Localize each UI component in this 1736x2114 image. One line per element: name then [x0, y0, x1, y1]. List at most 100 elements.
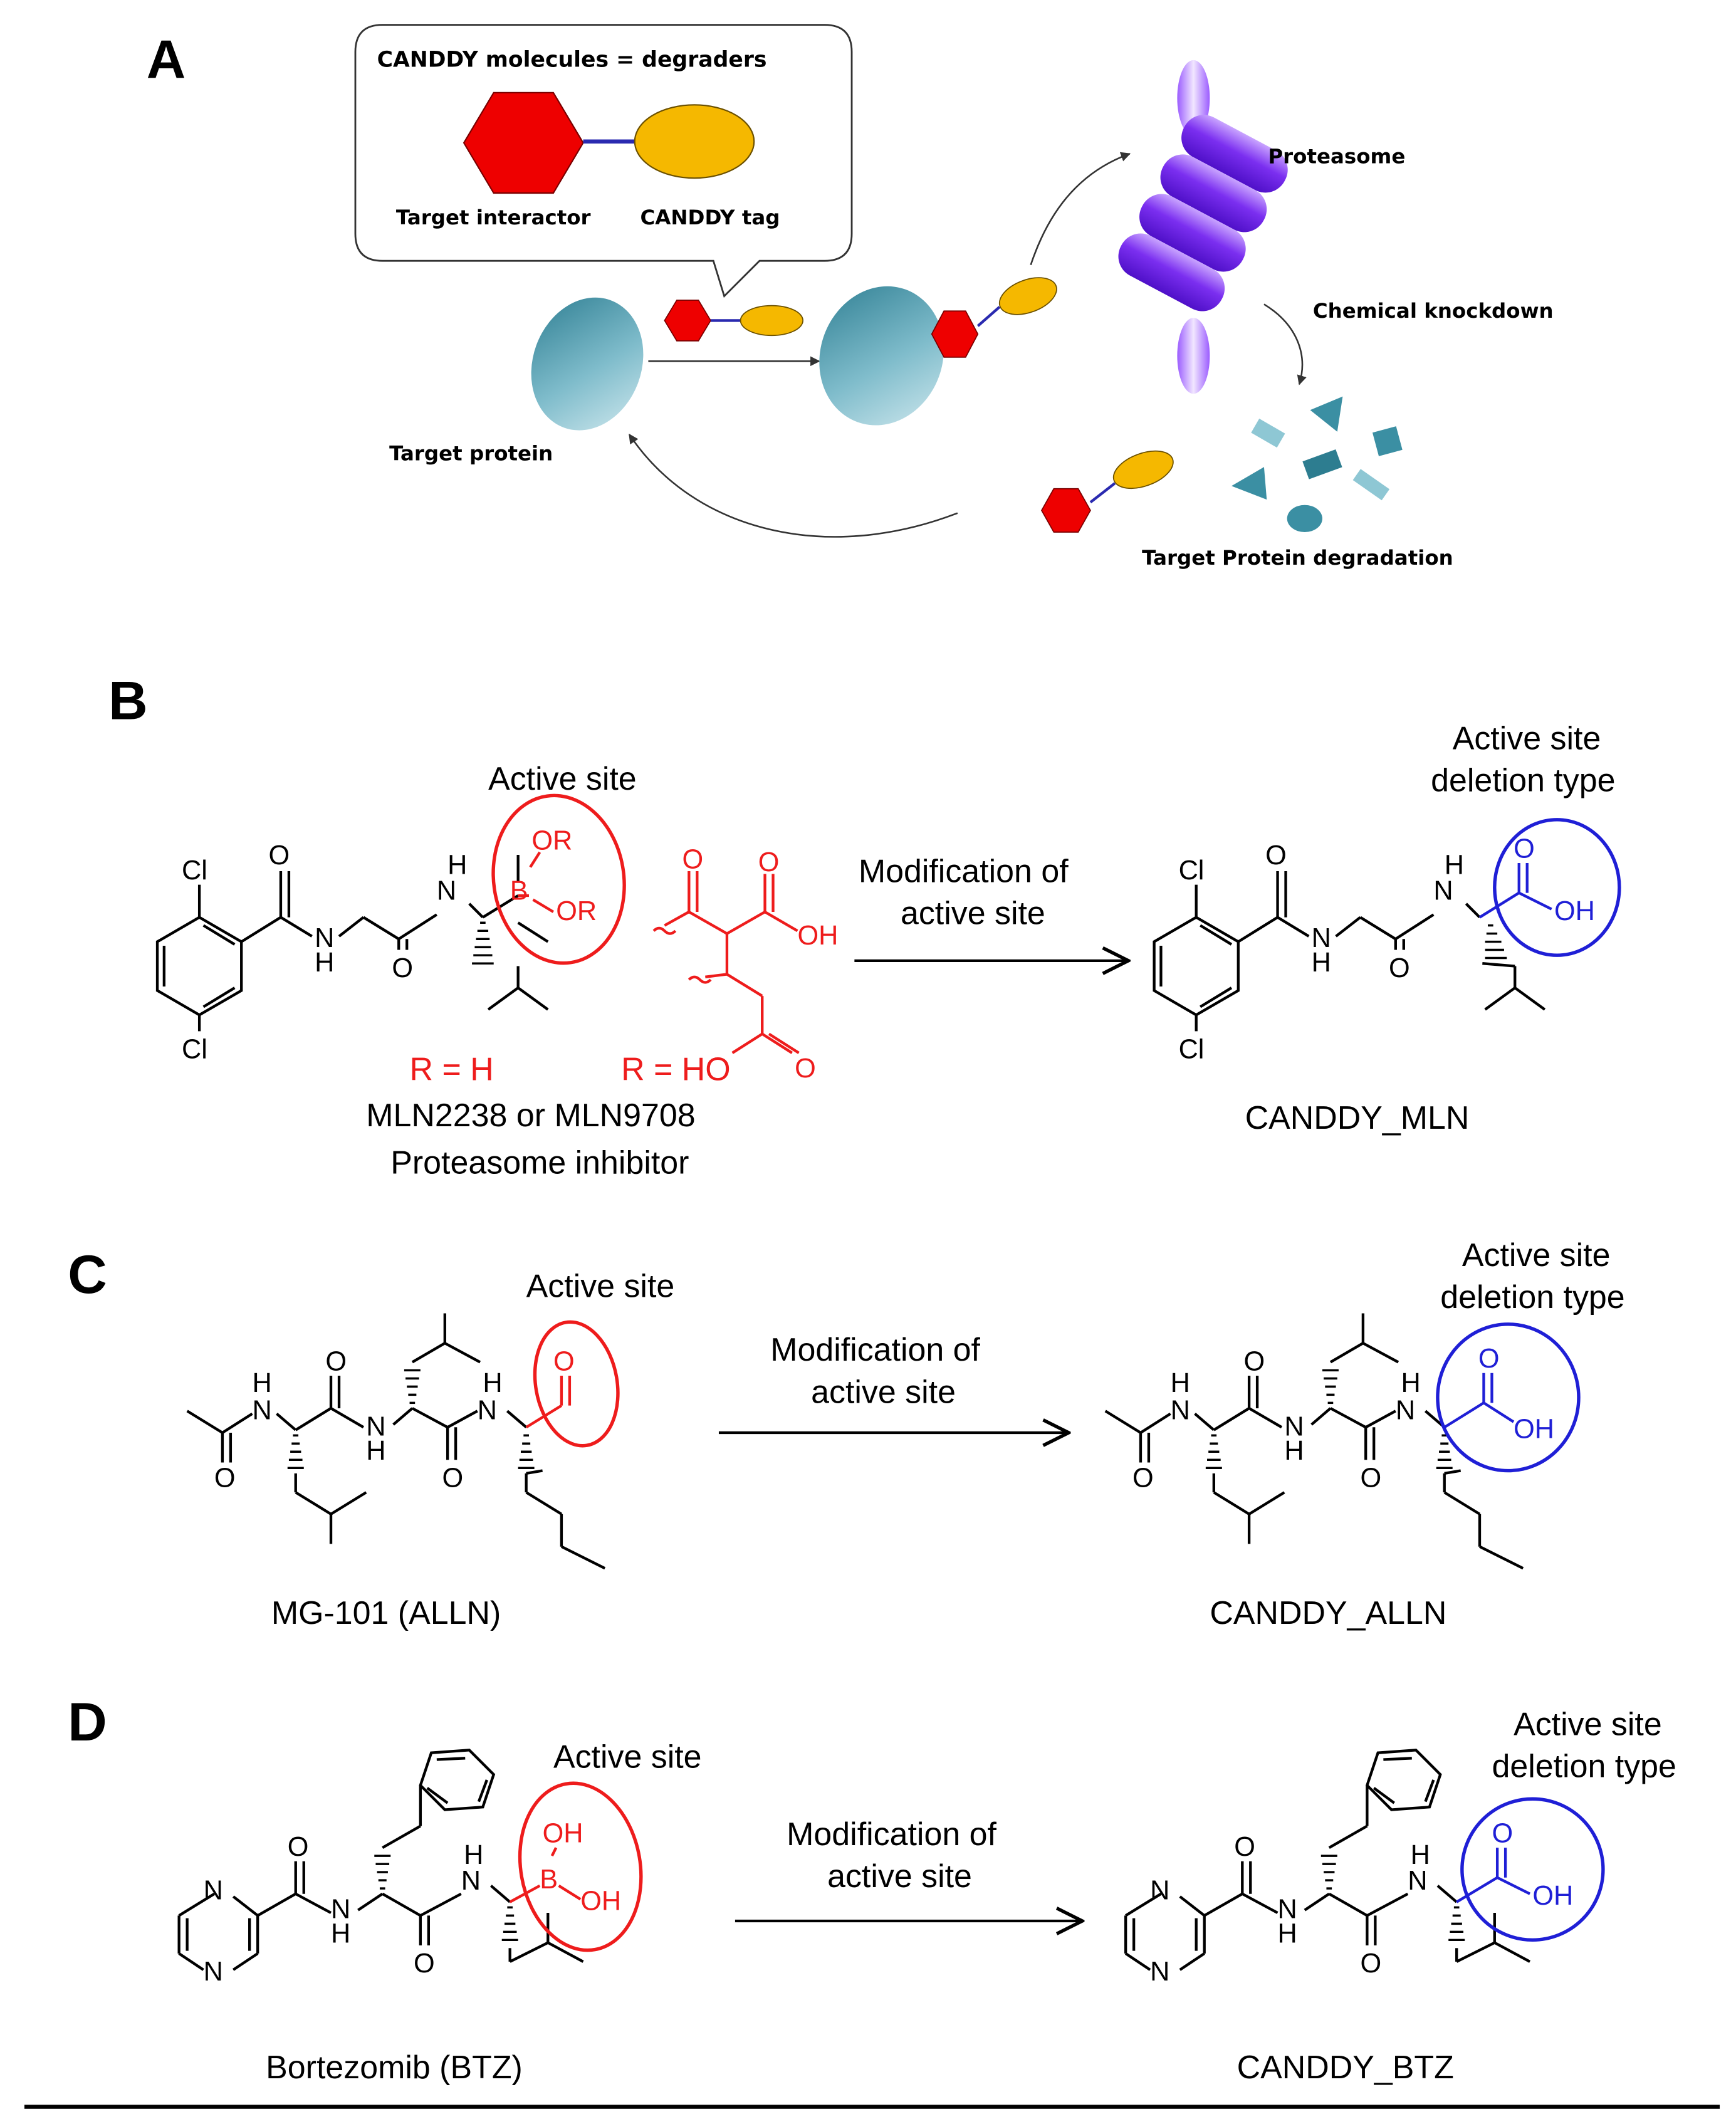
released-tag-icon	[1112, 450, 1174, 489]
svg-text:B: B	[510, 876, 528, 906]
svg-text:O: O	[1361, 1463, 1382, 1494]
svg-text:N: N	[1284, 1411, 1304, 1442]
degraded-fragments-icon	[1231, 396, 1403, 533]
canddy-btz-carboxyl	[1456, 1848, 1531, 1903]
svg-text:OH: OH	[1514, 1415, 1554, 1445]
svg-text:O: O	[795, 1054, 816, 1084]
c-active-site-label: Active site	[526, 1269, 675, 1305]
target-protein-label: Target protein	[389, 441, 553, 465]
degradation-label: Target Protein degradation	[1142, 546, 1453, 570]
svg-text:N: N	[478, 1395, 497, 1425]
canddy-mln-carboxyl	[1478, 863, 1552, 919]
panel-d: D Active site	[68, 1692, 1676, 2086]
complex-protein-icon	[819, 286, 944, 426]
svg-text:O: O	[1514, 834, 1535, 864]
svg-text:O: O	[325, 1346, 347, 1376]
canddy-mln-blue-atoms: O OH	[1514, 834, 1595, 926]
canddy-btz-hashed-wedges	[1320, 1855, 1465, 1942]
btz-boronic-atoms: B OH OH	[540, 1818, 621, 1916]
canddy-alln-carboxyl	[1443, 1373, 1515, 1429]
d-active-site-label: Active site	[553, 1739, 702, 1775]
proteasome-icon	[1118, 60, 1288, 394]
c-product-name: CANDDY_ALLN	[1210, 1595, 1446, 1631]
svg-text:N: N	[461, 1866, 481, 1896]
svg-text:N: N	[315, 923, 334, 953]
svg-text:H: H	[1445, 850, 1464, 880]
svg-text:H: H	[253, 1368, 272, 1398]
svg-text:H: H	[447, 850, 467, 880]
svg-text:O: O	[392, 953, 413, 983]
target-protein-icon	[531, 297, 644, 431]
alln-aldehyde-o: O	[553, 1346, 575, 1376]
svg-text:N: N	[253, 1395, 272, 1425]
d-deletion-circle	[1460, 1797, 1605, 1942]
btz-atoms: N N O N H O H N	[204, 1832, 484, 1987]
mln-citrate-atoms: O O OH O	[682, 845, 839, 1084]
svg-text:O: O	[1234, 1832, 1255, 1862]
canddy-alln-atoms: O H N O N H O H N	[1132, 1346, 1421, 1493]
svg-text:N: N	[331, 1895, 350, 1925]
btz-hashed-wedges	[374, 1855, 518, 1942]
svg-text:Cl: Cl	[182, 856, 207, 886]
b-deletion-label-2: deletion type	[1431, 762, 1615, 798]
btz-structure	[177, 1749, 584, 1971]
canddy-btz-structure	[1124, 1749, 1531, 1971]
canddy-mln-structure	[1153, 871, 1546, 1032]
d-deletion-label-2: deletion type	[1492, 1749, 1676, 1785]
proteasome-label: Proteasome	[1268, 144, 1405, 168]
svg-text:H: H	[1312, 948, 1331, 978]
d-modification-label-2: active site	[827, 1858, 972, 1895]
b-product-name: CANDDY_MLN	[1245, 1100, 1470, 1136]
c-modification-label-1: Modification of	[770, 1332, 980, 1368]
svg-text:N: N	[1396, 1395, 1415, 1425]
svg-text:H: H	[1278, 1919, 1297, 1949]
complex-tag-icon	[998, 277, 1057, 315]
svg-text:N: N	[366, 1411, 385, 1442]
mln-hashed-wedge	[472, 921, 494, 965]
canddy-alln-structure	[1104, 1313, 1524, 1570]
svg-text:O: O	[1243, 1346, 1265, 1376]
svg-text:Cl: Cl	[182, 1035, 207, 1065]
svg-text:OH: OH	[543, 1818, 583, 1848]
svg-text:OH: OH	[1554, 896, 1595, 926]
svg-text:H: H	[464, 1840, 483, 1870]
svg-text:N: N	[1150, 1957, 1169, 1987]
b-modification-label-1: Modification of	[859, 853, 1069, 889]
svg-text:H: H	[1401, 1368, 1420, 1398]
svg-text:B: B	[540, 1865, 558, 1895]
canddy-tag-label: CANDDY tag	[640, 206, 780, 229]
svg-text:O: O	[1492, 1818, 1513, 1848]
svg-text:N: N	[1150, 1875, 1169, 1905]
svg-text:OH: OH	[1532, 1881, 1573, 1911]
released-hexagon-icon	[1041, 488, 1091, 533]
panel-b-letter: B	[108, 671, 148, 731]
b-modification-label-2: active site	[901, 895, 1045, 931]
panel-a-letter: A	[147, 29, 186, 90]
svg-text:OH: OH	[580, 1886, 621, 1917]
mln-inhibitor-atoms: Cl Cl O N H O H N	[182, 840, 467, 1064]
svg-text:H: H	[366, 1436, 385, 1466]
svg-text:N: N	[1312, 923, 1331, 953]
b-inhibitor-name: MLN2238 or MLN9708	[366, 1097, 695, 1134]
to-degradation-arrow	[1263, 303, 1307, 385]
canddy-btz-blue-atoms: O OH	[1492, 1818, 1573, 1911]
b-deletion-label-1: Active site	[1453, 720, 1601, 756]
c-inhibitor-name: MG-101 (ALLN)	[271, 1595, 501, 1631]
svg-text:O: O	[1389, 953, 1410, 983]
svg-text:H: H	[315, 948, 334, 978]
b-r-h-label: R = H	[410, 1051, 494, 1087]
callout-title: CANDDY molecules = degraders	[377, 48, 767, 73]
panel-c: C Active site	[68, 1237, 1624, 1631]
complex-hexagon-icon	[931, 310, 979, 358]
svg-text:N: N	[1408, 1866, 1427, 1896]
d-modification-label-1: Modification of	[787, 1816, 996, 1853]
b-active-site-circle	[491, 793, 626, 965]
canddy-alln-blue-atoms: O OH	[1478, 1344, 1554, 1445]
mln-citrate-ester	[652, 871, 800, 1054]
svg-text:Cl: Cl	[1179, 856, 1205, 886]
svg-text:H: H	[483, 1368, 502, 1398]
alln-hashed-wedges	[287, 1369, 535, 1469]
svg-text:H: H	[1411, 1840, 1430, 1870]
canddy-btz-atoms: N N O N H O H N	[1150, 1832, 1430, 1987]
